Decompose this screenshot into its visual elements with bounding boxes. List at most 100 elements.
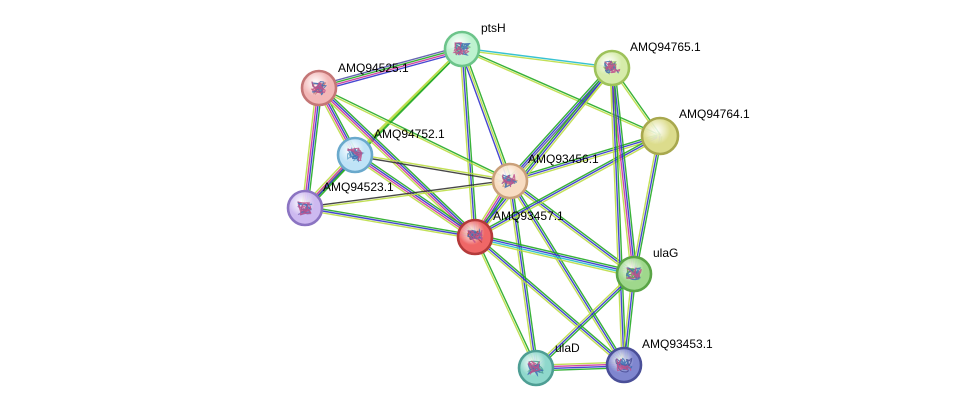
protein-structure-icon: [347, 146, 365, 163]
edge-evidence-line: [319, 49, 463, 90]
edge-evidence-line: [509, 180, 537, 369]
edge-evidence-line: [459, 49, 474, 238]
protein-structure-icon: [452, 42, 472, 56]
edge-evidence-line: [475, 236, 538, 368]
edge-evidence-line: [510, 178, 636, 274]
edge-evidence-line: [609, 68, 623, 366]
edge-evidence-line: [462, 47, 661, 136]
edge-evidence-line: [509, 180, 635, 275]
edge-evidence-line: [301, 87, 317, 208]
edge-evidence-line: [461, 48, 476, 238]
edge-evidence-line: [318, 45, 462, 86]
edge-evidence-line: [318, 88, 510, 183]
edge-evidence-line: [305, 88, 321, 209]
node-ulaD[interactable]: ulaD: [517, 341, 580, 387]
edge-ulaG-ulaD[interactable]: [534, 272, 636, 370]
edge-evidence-line: [511, 179, 627, 365]
edge-evidence-line: [475, 235, 635, 274]
edge-AMQ94523.1-AMQ93456.1[interactable]: [304, 179, 511, 210]
edge-evidence-line: [461, 49, 660, 138]
edge-evidence-line: [507, 65, 611, 180]
edge-AMQ93457.1-AMQ94765.1[interactable]: [472, 66, 615, 239]
edge-evidence-line: [305, 49, 464, 210]
edge-ptsH-AMQ94764.1[interactable]: [461, 47, 661, 138]
node-label: ulaG: [653, 246, 678, 260]
node-circle: [286, 189, 324, 227]
node-AMQ94523.1[interactable]: AMQ94523.1: [286, 180, 394, 227]
edge-AMQ93457.1-AMQ93453.1[interactable]: [473, 235, 626, 367]
edge-AMQ93456.1-AMQ94764.1[interactable]: [509, 133, 661, 184]
node-AMQ94752.1[interactable]: AMQ94752.1: [336, 127, 445, 174]
protein-structure-icon: [311, 81, 328, 96]
edge-evidence-line: [535, 273, 635, 369]
node-label: AMQ93457.1: [493, 209, 564, 223]
edge-evidence-line: [352, 156, 474, 240]
edge-AMQ94752.1-AMQ93456.1[interactable]: [354, 153, 511, 183]
edge-evidence-line: [613, 67, 627, 365]
edge-evidence-line: [307, 88, 323, 209]
edge-evidence-line: [472, 66, 612, 237]
edge-evidence-line: [475, 137, 662, 240]
node-AMQ93456.1[interactable]: AMQ93456.1: [491, 152, 599, 200]
edge-layer: [301, 45, 663, 372]
edge-evidence-line: [305, 205, 476, 236]
node-AMQ94525.1[interactable]: AMQ94525.1: [300, 61, 409, 107]
edge-evidence-line: [318, 47, 462, 88]
edge-AMQ93456.1-AMQ93453.1[interactable]: [507, 179, 627, 367]
edge-AMQ93457.1-AMQ94764.1[interactable]: [473, 133, 662, 240]
edge-evidence-line: [474, 135, 661, 238]
edge-evidence-line: [510, 137, 661, 184]
node-ptsH[interactable]: ptsH: [443, 21, 506, 68]
edge-evidence-line: [304, 179, 510, 208]
node-AMQ94765.1[interactable]: AMQ94765.1: [593, 40, 701, 87]
edge-evidence-line: [507, 181, 623, 367]
node-AMQ94764.1[interactable]: AMQ94764.1: [640, 107, 750, 156]
node-label: AMQ94764.1: [679, 107, 750, 121]
edge-evidence-line: [354, 155, 475, 239]
node-AMQ93457.1[interactable]: AMQ93457.1: [456, 209, 564, 256]
edge-evidence-line: [633, 135, 661, 275]
edge-evidence-line: [305, 181, 511, 210]
node-ulaG[interactable]: ulaG: [615, 246, 678, 293]
node-layer: ptsH AMQ94765.1 AMQ94525.1AMQ94764.1AMQ947…: [286, 21, 750, 387]
edge-ptsH-AMQ94523.1[interactable]: [303, 47, 464, 210]
protein-structure-icon: [501, 174, 518, 189]
edge-AMQ94525.1-AMQ94523.1[interactable]: [301, 87, 323, 209]
edge-evidence-line: [474, 236, 625, 366]
edge-evidence-line: [461, 48, 511, 182]
edge-ptsH-AMQ94765.1[interactable]: [461, 47, 613, 70]
edge-evidence-line: [475, 233, 635, 272]
edge-ptsH-AMQ93456.1[interactable]: [459, 48, 513, 182]
edge-evidence-line: [473, 237, 624, 367]
node-label: AMQ94523.1: [323, 180, 394, 194]
edge-ptsH-AMQ93457.1[interactable]: [459, 48, 478, 238]
node-circle: [640, 116, 680, 156]
edge-AMQ93457.1-ulaD[interactable]: [473, 236, 538, 369]
edge-evidence-line: [475, 235, 626, 365]
edge-evidence-line: [473, 237, 536, 369]
edge-AMQ94765.1-AMQ93453.1[interactable]: [609, 67, 627, 366]
edge-evidence-line: [462, 47, 613, 68]
edge-ptsH-AMQ94525.1[interactable]: [318, 45, 463, 92]
node-label: AMQ94752.1: [374, 127, 445, 141]
edge-evidence-line: [461, 49, 612, 70]
edge-evidence-line: [355, 153, 511, 181]
edge-AMQ94764.1-ulaG[interactable]: [631, 135, 663, 275]
edge-evidence-line: [303, 47, 462, 208]
edge-evidence-line: [304, 209, 475, 240]
edge-AMQ93456.1-ulaG[interactable]: [508, 178, 636, 277]
edge-AMQ94525.1-AMQ93456.1[interactable]: [318, 86, 511, 183]
edge-evidence-line: [614, 67, 638, 274]
edge-evidence-line: [303, 87, 319, 208]
node-AMQ93453.1[interactable]: AMQ93453.1: [605, 337, 713, 384]
edge-AMQ94523.1-AMQ93457.1[interactable]: [304, 205, 476, 240]
edge-AMQ93457.1-ulaG[interactable]: [474, 233, 635, 278]
node-label: ptsH: [481, 21, 506, 35]
edge-evidence-line: [320, 85, 478, 236]
edge-evidence-line: [508, 181, 634, 277]
node-label: AMQ93453.1: [642, 337, 713, 351]
edge-evidence-line: [534, 272, 634, 368]
node-label: AMQ94525.1: [338, 61, 409, 75]
protein-structure-icon: [625, 267, 642, 281]
